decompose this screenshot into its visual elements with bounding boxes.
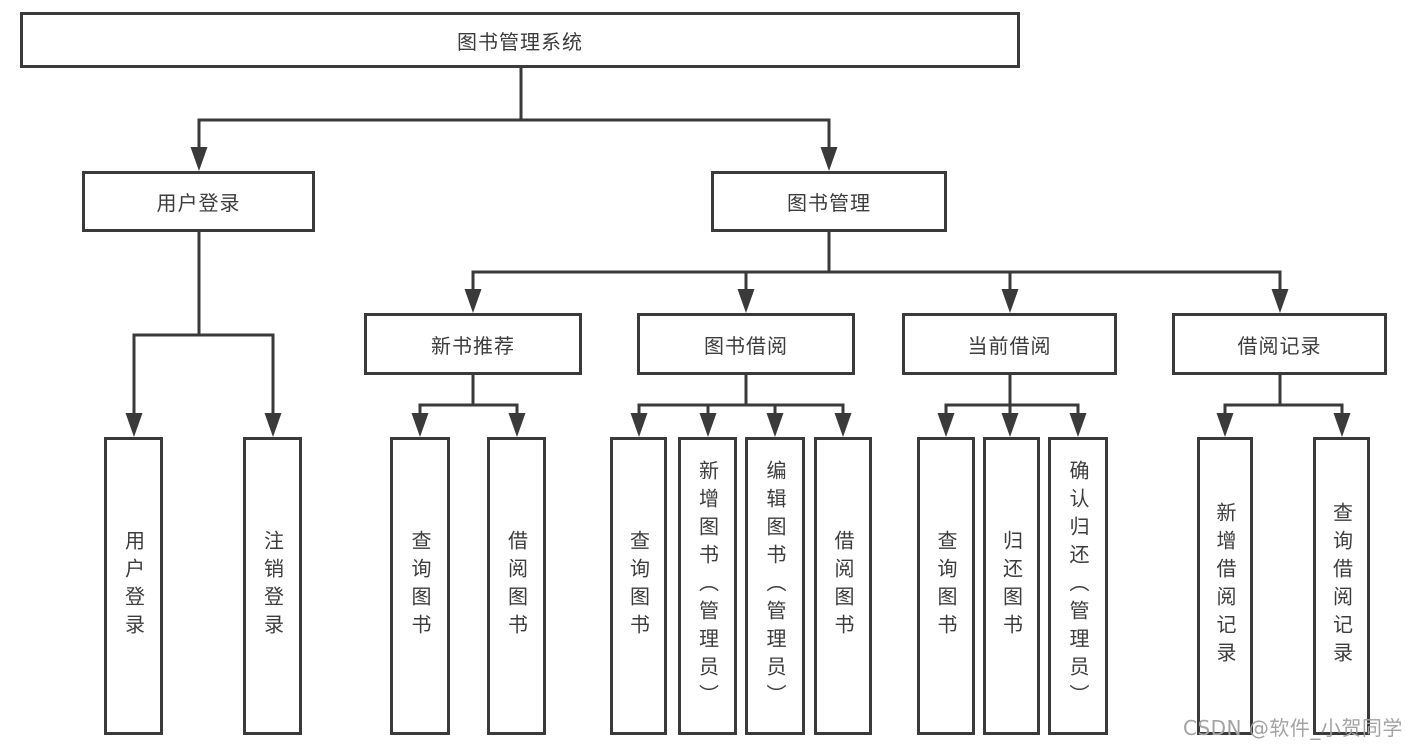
- connector-book-borrow-children: [630, 375, 852, 437]
- leaf-query-books-borrow-label: 查询图书: [626, 530, 651, 642]
- node-new-book-recommend: 新书推荐: [364, 313, 582, 375]
- node-current-borrow: 当前借阅: [902, 313, 1117, 375]
- leaf-user-login-label: 用户登录: [121, 530, 146, 642]
- connector-borrow-records-children: [1216, 375, 1351, 437]
- leaf-return-books: 归还图书: [983, 437, 1040, 735]
- connector-current-borrow-children: [937, 375, 1087, 437]
- node-book-management-label: 图书管理: [787, 191, 871, 215]
- connector-new-book-recommend-children: [411, 375, 526, 437]
- node-book-borrow: 图书借阅: [637, 313, 855, 375]
- leaf-return-books-label: 归还图书: [999, 530, 1024, 642]
- leaf-borrow-books: 借阅图书: [814, 437, 872, 735]
- node-library-system-label: 图书管理系统: [457, 29, 583, 54]
- node-user-login: 用户登录: [82, 171, 315, 232]
- node-library-system: 图书管理系统: [20, 12, 1020, 68]
- leaf-logout-label: 注销登录: [260, 530, 285, 642]
- leaf-query-borrow-record: 查询借阅记录: [1313, 437, 1370, 735]
- leaf-user-login: 用户登录: [104, 437, 163, 735]
- leaf-query-books-current: 查询图书: [917, 437, 975, 735]
- leaf-add-borrow-record: 新增借阅记录: [1197, 437, 1253, 735]
- leaf-borrow-books-label: 借阅图书: [831, 530, 855, 642]
- leaf-edit-books-admin-label: 编辑图书（管理员）: [763, 460, 787, 712]
- leaf-logout: 注销登录: [243, 437, 302, 735]
- leaf-query-books-borrow: 查询图书: [610, 437, 667, 735]
- node-book-borrow-label: 图书借阅: [704, 333, 788, 358]
- leaf-query-books-current-label: 查询图书: [934, 530, 958, 642]
- leaf-query-borrow-record-label: 查询借阅记录: [1329, 502, 1354, 670]
- leaf-confirm-return-admin: 确认归还（管理员）: [1048, 437, 1108, 735]
- node-borrow-records: 借阅记录: [1172, 313, 1387, 375]
- connector-book-management-children: [464, 232, 1289, 313]
- leaf-borrow-books-recommend: 借阅图书: [487, 437, 546, 735]
- node-user-login-label: 用户登录: [156, 191, 241, 215]
- leaf-add-books-admin: 新增图书（管理员）: [678, 437, 737, 735]
- connector-user-login-children: [125, 232, 282, 437]
- node-borrow-records-label: 借阅记录: [1237, 333, 1322, 358]
- leaf-add-borrow-record-label: 新增借阅记录: [1213, 502, 1237, 670]
- leaf-query-books-recommend-label: 查询图书: [408, 530, 432, 642]
- node-new-book-recommend-label: 新书推荐: [431, 333, 515, 358]
- csdn-watermark: CSDN @软件_小贺同学: [1183, 716, 1403, 740]
- node-current-borrow-label: 当前借阅: [967, 333, 1052, 358]
- leaf-query-books-recommend: 查询图书: [390, 437, 450, 735]
- connector-root-to-level2: [190, 68, 838, 171]
- leaf-confirm-return-admin-label: 确认归还（管理员）: [1066, 460, 1090, 712]
- leaf-edit-books-admin: 编辑图书（管理员）: [745, 437, 805, 735]
- node-book-management: 图书管理: [711, 171, 947, 232]
- leaf-add-books-admin-label: 新增图书（管理员）: [695, 460, 720, 712]
- leaf-borrow-books-recommend-label: 借阅图书: [504, 530, 529, 642]
